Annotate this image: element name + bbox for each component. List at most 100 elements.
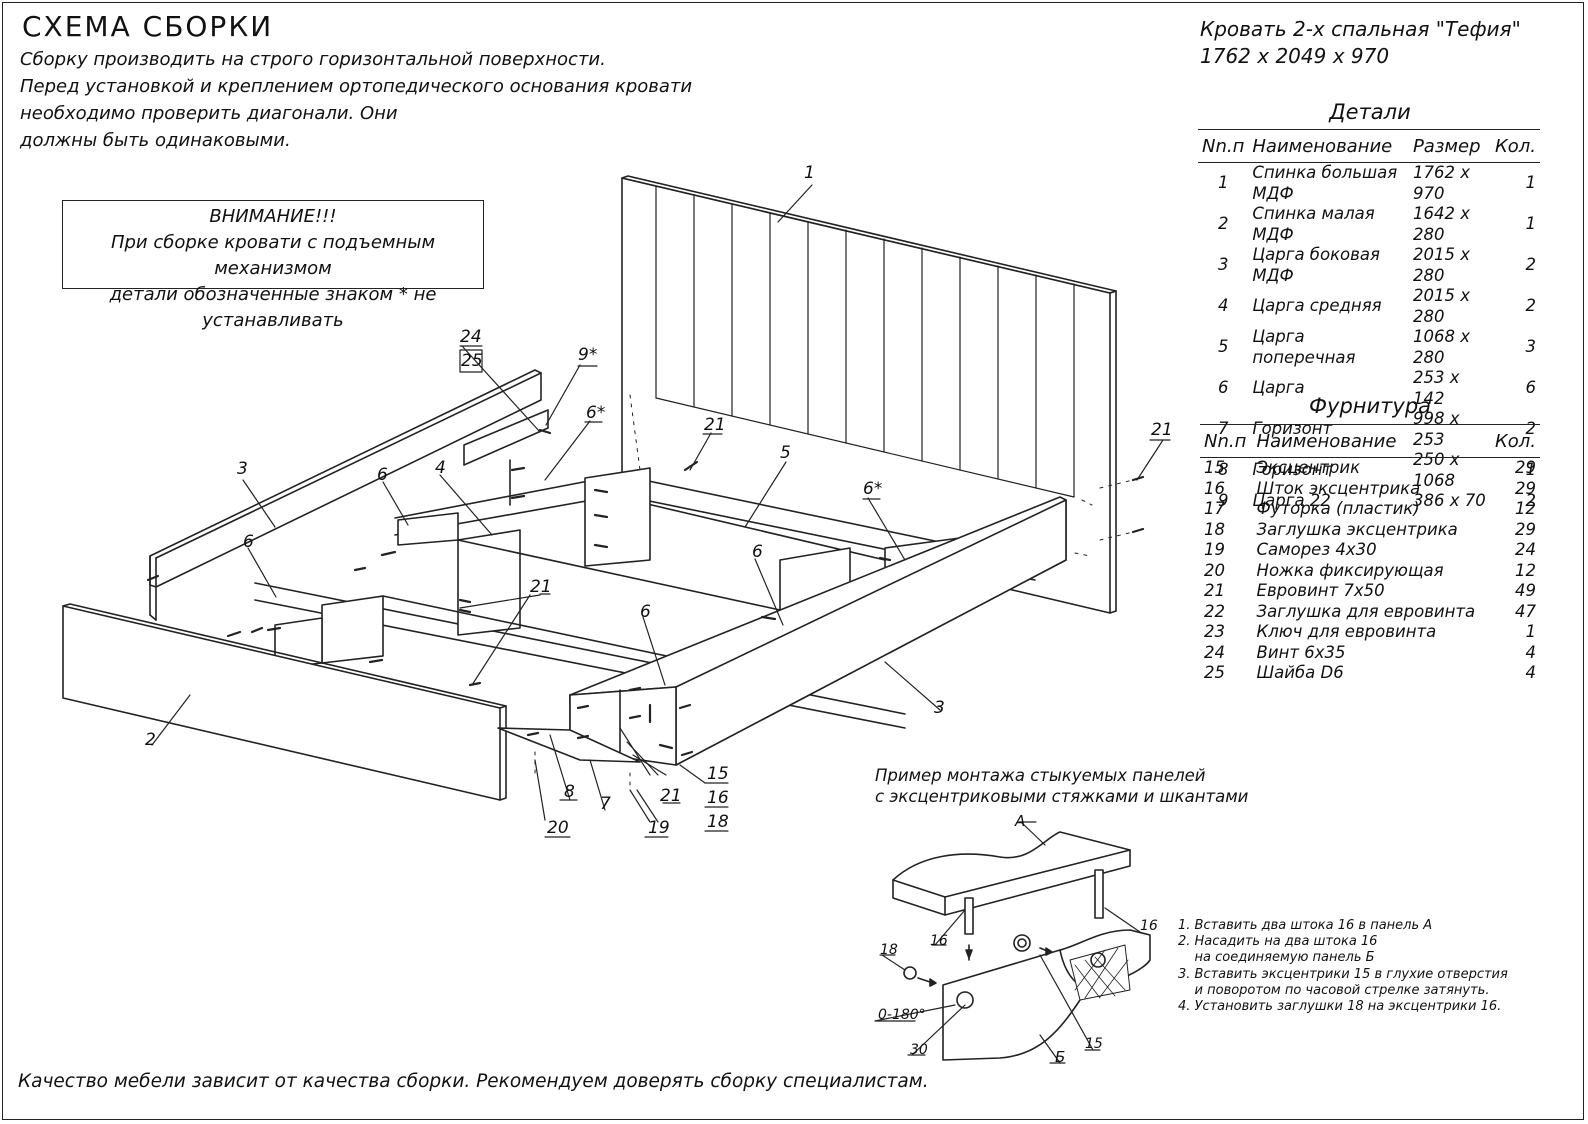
example-callout-30: 30 xyxy=(910,1042,928,1058)
details-cell-qty: 1 xyxy=(1525,173,1537,193)
example-title: Пример монтажа стыкуемых панелей с эксце… xyxy=(875,765,1248,807)
fittings-cell-no: 21 xyxy=(1204,581,1225,600)
example-callout-16: 16 xyxy=(1140,918,1158,934)
callout-25: 25 xyxy=(461,351,483,371)
callout-6: 6 xyxy=(377,465,388,485)
fittings-cell-no: 17 xyxy=(1204,499,1225,518)
intro-line: необходимо проверить диагонали. Они xyxy=(20,103,398,124)
example-drawing xyxy=(874,821,1151,1064)
page-title: СХЕМА СБОРКИ xyxy=(22,10,274,43)
fittings-cell-qty: 24 xyxy=(1515,540,1536,559)
details-cell-no: 4 xyxy=(1217,296,1229,316)
fittings-cell-name: Ключ для евровинта xyxy=(1256,622,1437,641)
details-cell-name: Спинка большая МДФ xyxy=(1252,163,1398,203)
example-callout-16: 16 xyxy=(930,933,948,949)
details-cell-qty: 1 xyxy=(1525,460,1537,480)
details-cell-size: 386 x 70 xyxy=(1412,491,1486,510)
details-cell-size: 2015 x 280 xyxy=(1412,245,1470,285)
details-row: 1 Спинка большая МДФ 1762 x 970 1 xyxy=(1198,163,1540,205)
step-line: 4. Установить заглушки 18 на эксцентрики… xyxy=(1178,999,1502,1015)
panel-b-label: Б xyxy=(1055,1048,1066,1066)
callout-6: 6 xyxy=(243,532,254,552)
details-cell-no: 8 xyxy=(1217,460,1229,480)
callout-16: 16 xyxy=(707,788,729,808)
fittings-header-row: Nn.п Наименование Кол. xyxy=(1200,427,1540,458)
fittings-cell-qty: 12 xyxy=(1515,560,1536,580)
product-info: Кровать 2-х спальная "Тефия" 1762 x 2049… xyxy=(1200,16,1521,70)
details-cell-size: 1762 x 970 xyxy=(1412,163,1470,203)
rail-part-9 xyxy=(463,409,549,466)
details-cell-size: 1642 x 280 xyxy=(1412,204,1470,244)
fittings-cell-name: Евровинт 7х50 xyxy=(1256,581,1385,600)
details-cell-qty: 2 xyxy=(1525,296,1537,316)
warning-heading: ВНИМАНИЕ!!! xyxy=(209,206,337,227)
callout-18: 18 xyxy=(707,812,729,832)
callout-21: 21 xyxy=(660,786,682,806)
callout-24: 24 xyxy=(460,327,482,347)
details-cell-size: 1068 x 280 xyxy=(1412,327,1470,367)
callout-2: 2 xyxy=(145,730,156,750)
callout-19: 19 xyxy=(648,818,670,838)
intro-line: должны быть одинаковыми. xyxy=(20,130,291,151)
details-cell-name: Царга средняя xyxy=(1252,296,1382,316)
details-row: 4 Царга средняя 2015 x 280 2 xyxy=(1198,286,1540,327)
rail-part-7 xyxy=(497,727,641,763)
fittings-cell-name: Винт 6х35 xyxy=(1256,642,1346,662)
fittings-cell-name: Шток эксцентрика xyxy=(1256,478,1421,498)
fittings-cell-name: Шайба D6 xyxy=(1256,663,1344,682)
warning-box: ВНИМАНИЕ!!! При сборке кровати с подъемн… xyxy=(62,200,484,331)
example-callout-18: 18 xyxy=(880,942,898,958)
fittings-cell-qty: 12 xyxy=(1515,499,1536,518)
callout-21: 21 xyxy=(1151,420,1173,440)
callout-6: 6 xyxy=(640,602,651,622)
callout-9-star: 9* xyxy=(578,345,598,365)
details-cell-no: 1 xyxy=(1217,173,1229,193)
callout-5: 5 xyxy=(780,443,791,463)
callout-4: 4 xyxy=(435,458,446,478)
step-line: 3. Вставить эксцентрики 15 в глухие отве… xyxy=(1178,966,1508,982)
fittings-cell-name: Саморез 4х30 xyxy=(1256,540,1377,559)
details-cell-name: Царга боковая МДФ xyxy=(1252,245,1380,285)
details-cell-no: 9 xyxy=(1217,491,1229,510)
headboard xyxy=(621,175,1117,614)
details-col-no: Nn.п xyxy=(1198,132,1249,163)
details-cell-qty: 3 xyxy=(1525,337,1537,357)
callout-21: 21 xyxy=(704,415,726,435)
details-cell-qty: 6 xyxy=(1525,378,1537,398)
details-cell-no: 2 xyxy=(1217,214,1229,234)
callout-21: 21 xyxy=(530,577,552,597)
fittings-cell-name: Футорка (пластик) xyxy=(1256,499,1420,518)
fittings-cell-no: 22 xyxy=(1204,601,1225,621)
fittings-cell-qty: 49 xyxy=(1515,581,1536,600)
details-cell-size: 253 x 142 xyxy=(1412,368,1460,408)
callout-6: 6 xyxy=(752,542,763,562)
fittings-row: 21 Евровинт 7х50 49 xyxy=(1200,581,1540,602)
callout-1: 1 xyxy=(804,163,815,183)
intro-line: Сборку производить на строго горизонталь… xyxy=(20,49,606,70)
fittings-cell-qty: 4 xyxy=(1525,642,1537,662)
step-line: 1. Вставить два штока 16 в панель А xyxy=(1178,918,1433,933)
details-cell-name: Царга поперечная xyxy=(1252,327,1356,367)
details-col-size: Размер xyxy=(1408,132,1491,163)
step-line: 2. Насадить на два штока 16 xyxy=(1178,934,1378,950)
fittings-cell-name: Эксцентрик xyxy=(1256,458,1361,477)
warning-line: детали обозначенные знаком * не устанавл… xyxy=(109,284,437,331)
product-size: 1762 x 2049 x 970 xyxy=(1200,44,1390,68)
details-cell-name: Спинка малая МДФ xyxy=(1252,204,1375,244)
fittings-top-rule xyxy=(1200,424,1540,425)
fittings-cell-name: Заглушка для евровинта xyxy=(1256,601,1476,621)
fittings-cell-name: Заглушка эксцентрика xyxy=(1256,519,1458,539)
details-cell-size: 2015 x 280 xyxy=(1412,286,1470,326)
callout-3: 3 xyxy=(237,459,248,479)
callout-8: 8 xyxy=(564,782,575,802)
